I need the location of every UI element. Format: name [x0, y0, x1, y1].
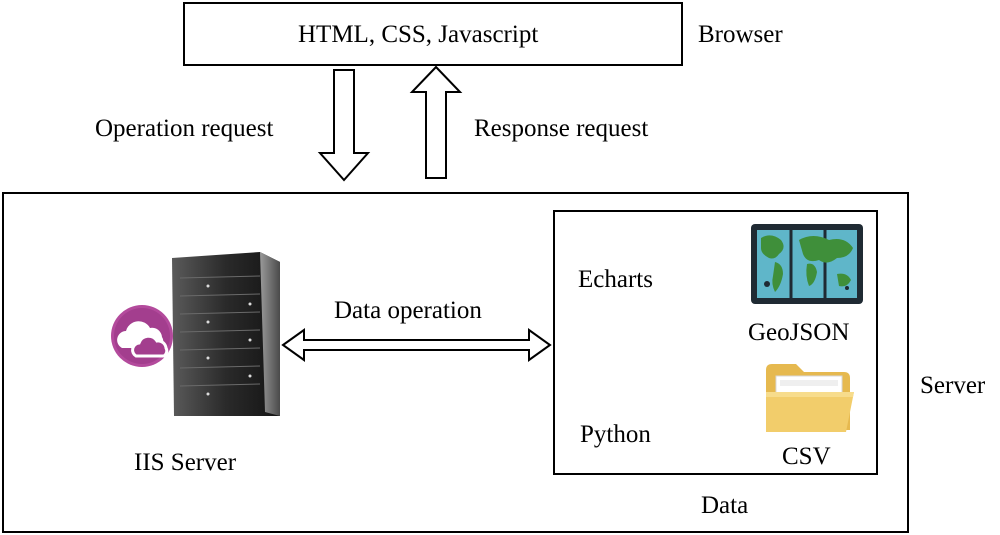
cloud-badge-icon	[111, 305, 173, 367]
operation-request-label: Operation request	[95, 115, 274, 142]
geojson-label: GeoJSON	[748, 319, 850, 346]
world-map-icon	[751, 224, 863, 304]
python-label: Python	[580, 421, 651, 448]
browser-box	[183, 2, 683, 66]
server-tower-icon	[111, 252, 280, 416]
data-operation-label: Data operation	[334, 297, 482, 324]
browser-label: Browser	[698, 21, 783, 48]
echarts-label: Echarts	[578, 266, 653, 293]
data-box	[553, 210, 878, 475]
folder-icon	[766, 364, 854, 432]
server-box	[2, 192, 909, 533]
iis-server-label: IIS Server	[134, 449, 237, 476]
response-request-label: Response request	[474, 115, 649, 142]
server-label: Server	[920, 372, 986, 399]
csv-label: CSV	[782, 443, 831, 470]
browser-box-text: HTML, CSS, Javascript	[298, 21, 539, 48]
data-box-label: Data	[701, 492, 749, 519]
